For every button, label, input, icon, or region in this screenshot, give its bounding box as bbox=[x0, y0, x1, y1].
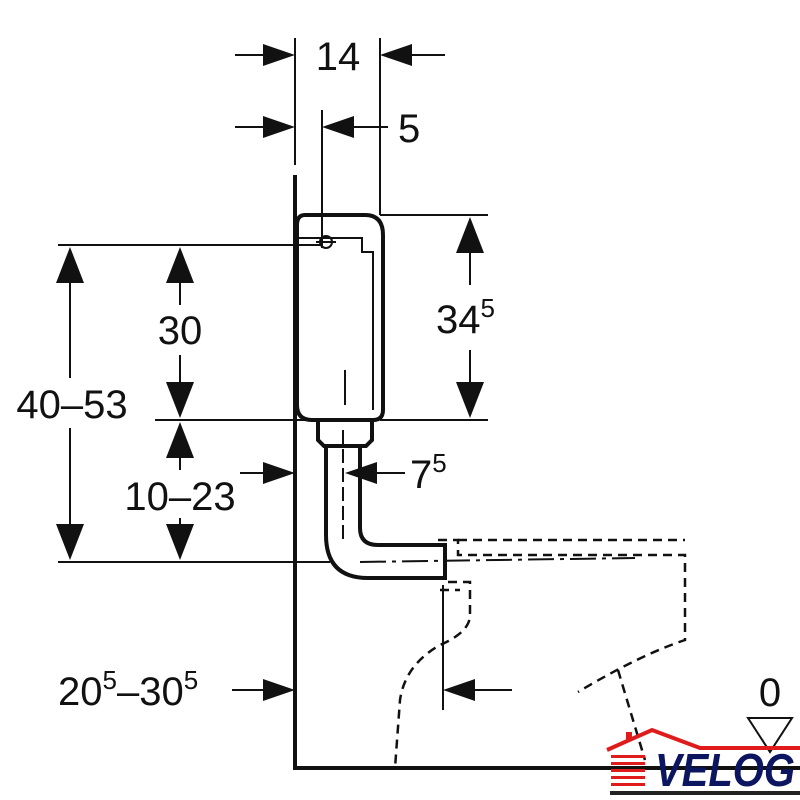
dimension-label: 205–305 bbox=[58, 665, 198, 714]
dimension-lower-height: 10–23 bbox=[124, 422, 236, 560]
dimension-label: 14 bbox=[316, 35, 361, 79]
dimension-label: 345 bbox=[436, 293, 495, 342]
dimension-label: 5 bbox=[398, 107, 420, 151]
cistern bbox=[295, 213, 385, 422]
dimension-upper-height: 30 bbox=[158, 247, 203, 418]
floor-level-marker: 0 bbox=[746, 671, 794, 754]
dimension-total-height: 40–53 bbox=[16, 247, 128, 560]
velog-logo: VELOG bbox=[606, 727, 800, 796]
dimension-label: 30 bbox=[158, 309, 203, 353]
dimension-top-width: 14 bbox=[235, 35, 445, 79]
dimension-pipe-diameter: 75 bbox=[240, 448, 447, 497]
level-triangle-icon bbox=[746, 717, 794, 754]
dimension-label: 40–53 bbox=[16, 383, 127, 427]
dimension-wall-distance: 205–305 bbox=[58, 665, 512, 714]
dimension-cistern-height: 345 bbox=[436, 217, 495, 418]
logo-text: VELOG bbox=[655, 744, 795, 796]
extension-lines bbox=[58, 38, 488, 710]
dimension-pipe-offset: 5 bbox=[235, 107, 420, 151]
floor-level-label: 0 bbox=[759, 671, 781, 715]
dimension-label: 75 bbox=[410, 448, 447, 497]
toilet-outline bbox=[393, 538, 687, 769]
dimension-label: 10–23 bbox=[124, 475, 235, 519]
flush-pipe bbox=[316, 422, 636, 580]
